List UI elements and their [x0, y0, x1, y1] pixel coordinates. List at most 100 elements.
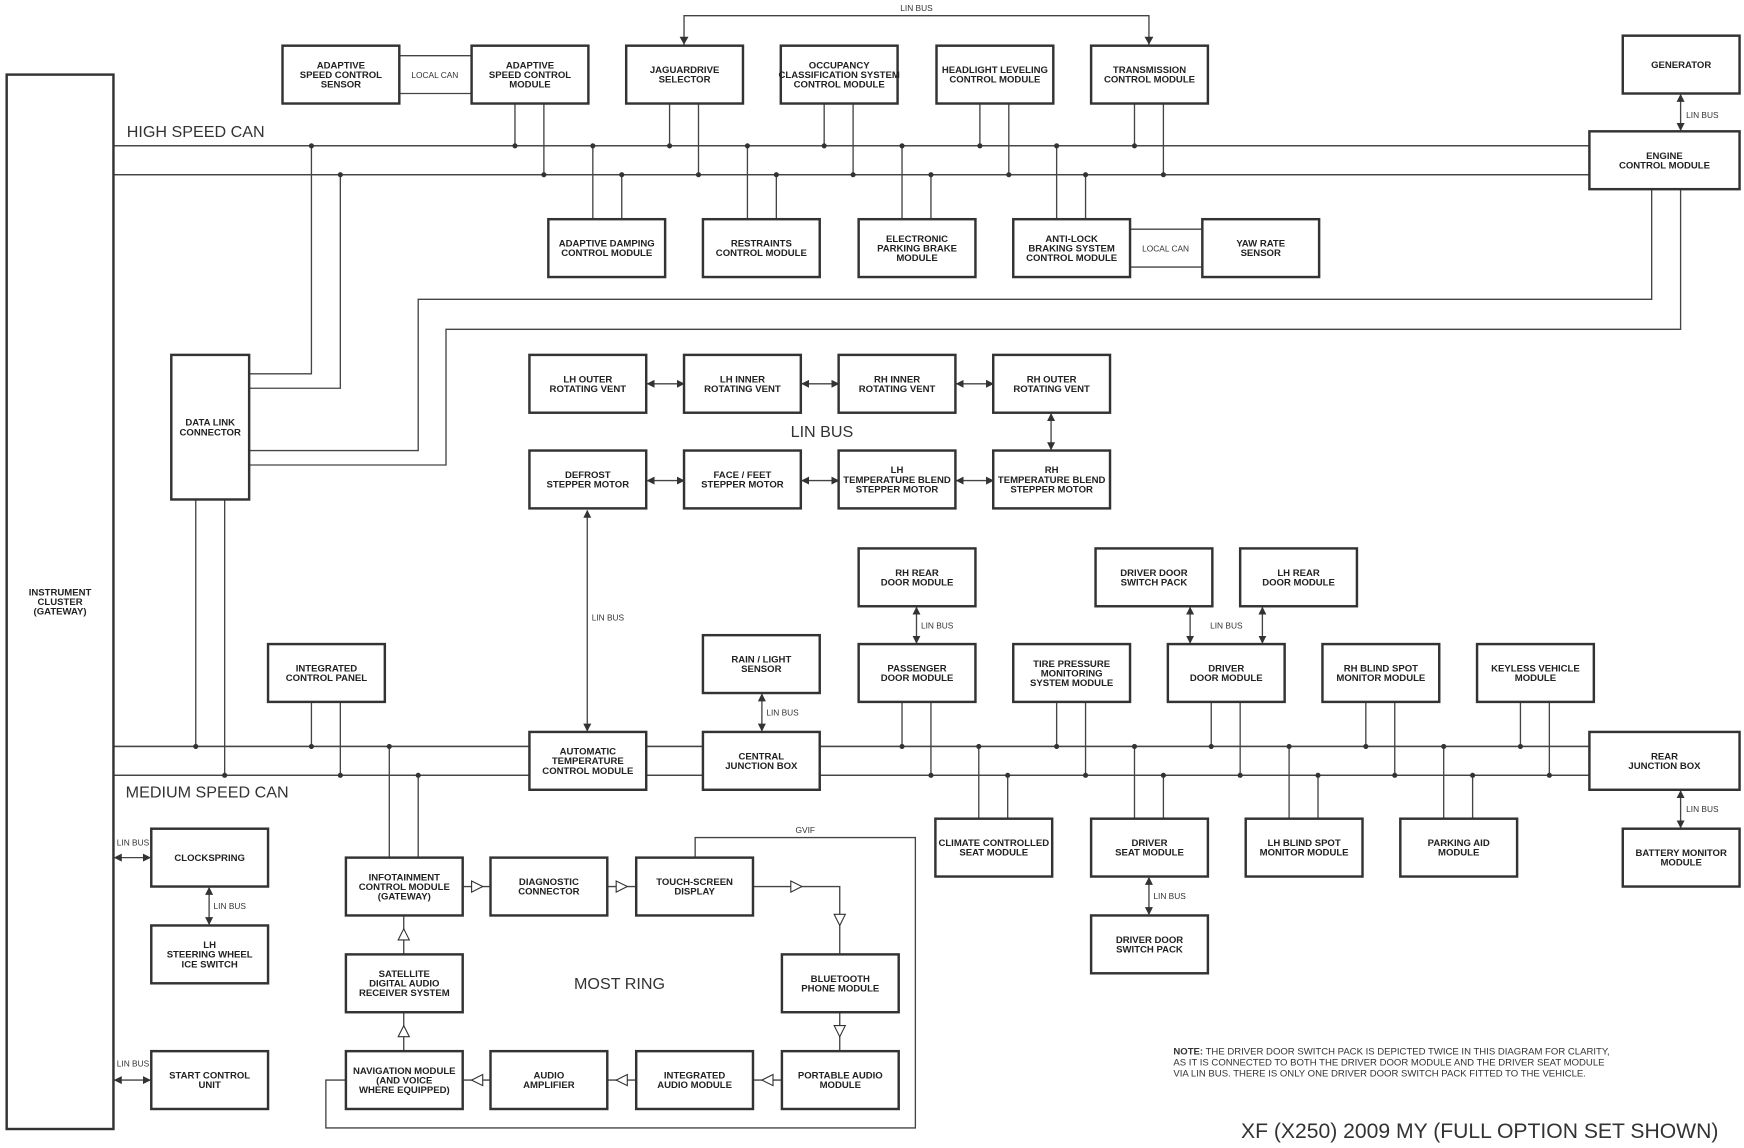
module-box: [624, 44, 745, 105]
module-label: DOOR MODULE: [1262, 577, 1335, 588]
module-label: AUTOMATIC: [560, 747, 616, 758]
module-box: [489, 1049, 609, 1111]
most-arrow-icon: [470, 1073, 484, 1087]
module-label: ELECTRONIC: [886, 234, 948, 245]
module-box: [1089, 44, 1210, 105]
module-label: CENTRAL: [739, 751, 785, 762]
module-label: TIRE PRESSURE: [1033, 659, 1110, 670]
module-gen[interactable]: GENERATOR: [1621, 34, 1741, 95]
module-label: PARKING AID: [1428, 838, 1490, 849]
most-arrow-icon: [614, 1073, 628, 1087]
most-arrow-icon: [471, 880, 484, 894]
module-box: [837, 449, 957, 510]
module-label: DRIVER: [1208, 664, 1244, 675]
module-label: ROTATING VENT: [859, 384, 936, 395]
module-box: [344, 856, 464, 917]
junction-dot: [1237, 772, 1243, 778]
junction-dot: [1054, 743, 1060, 749]
junction-dot: [899, 743, 905, 749]
module-box: [1475, 642, 1596, 704]
module-label: CONTROL MODULE: [1104, 75, 1195, 86]
junction-dot: [337, 172, 343, 178]
module-label: SPEED CONTROL: [489, 70, 571, 81]
module-box: [992, 449, 1112, 510]
wire: [249, 174, 342, 389]
module-label: ROTATING VENT: [1013, 384, 1090, 395]
module-clk[interactable]: CLOCKSPRING: [150, 827, 270, 888]
lin-bus-label: LIN BUS: [592, 613, 625, 623]
module-label: LH INNER: [720, 374, 765, 385]
module-label: CONTROL PANEL: [286, 673, 367, 684]
junction-dot: [744, 143, 750, 149]
module-label: CLOCKSPRING: [174, 853, 245, 864]
module-label: (GATEWAY): [34, 607, 87, 618]
module-label: MONITORING: [1041, 668, 1103, 679]
junction-dot: [1441, 743, 1447, 749]
lin-bus-label: LIN BUS: [1686, 110, 1719, 120]
junction-dot: [1517, 743, 1523, 749]
junction-dot: [308, 143, 314, 149]
junction-dot: [590, 143, 596, 149]
junction-dot: [1470, 772, 1476, 778]
module-label: RH: [1045, 465, 1059, 476]
wire: [249, 189, 1653, 452]
module-box: [5, 73, 115, 1131]
module-label: RESTRAINTS: [731, 239, 792, 250]
module-label: RECEIVER SYSTEM: [359, 988, 450, 999]
module-label: LH REAR: [1277, 568, 1320, 579]
